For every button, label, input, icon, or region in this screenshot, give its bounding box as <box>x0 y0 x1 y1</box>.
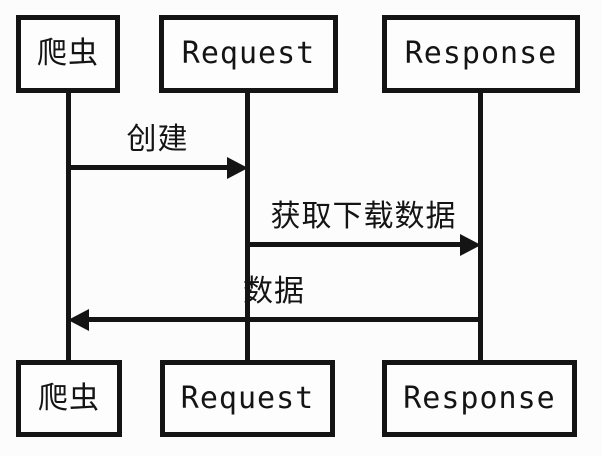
actor-label-crawler-bottom: 爬虫 <box>38 380 100 416</box>
actor-box-request-bottom: Request <box>160 360 335 437</box>
actor-box-response-top: Response <box>382 15 580 93</box>
lifeline-response <box>478 93 483 360</box>
actor-label-request-top: Request <box>181 36 316 71</box>
message-label-get-download-data: 获取下载数据 <box>270 199 457 234</box>
lifeline-request <box>245 93 250 360</box>
message-label-create: 创建 <box>126 122 189 157</box>
arrowhead-right-icon <box>460 234 481 256</box>
arrowhead-left-icon <box>68 309 89 331</box>
actor-box-crawler-top: 爬虫 <box>16 15 120 93</box>
arrowhead-right-icon <box>227 157 248 179</box>
message-label-data: 数据 <box>243 274 305 309</box>
actor-label-request-bottom: Request <box>180 380 315 416</box>
actor-box-crawler-bottom: 爬虫 <box>16 360 122 437</box>
actor-box-response-bottom: Response <box>382 360 577 437</box>
lifeline-crawler <box>66 93 71 360</box>
message-line-data <box>88 317 480 322</box>
message-line-create <box>68 165 227 170</box>
actor-label-response-top: Response <box>404 36 558 71</box>
message-line-get-download-data <box>247 242 460 247</box>
actor-box-request-top: Request <box>159 15 338 93</box>
actor-label-crawler-top: 爬虫 <box>37 36 99 71</box>
actor-label-response-bottom: Response <box>403 380 556 416</box>
